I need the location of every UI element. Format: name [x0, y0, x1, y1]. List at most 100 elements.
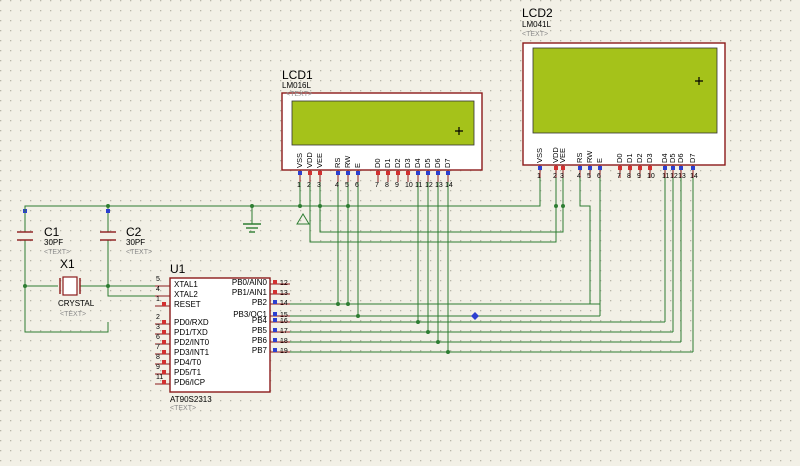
lcd2-pin-marker: [588, 166, 592, 170]
lcd2-pin-leads: [538, 165, 695, 178]
lcd2-pin-marker: [648, 166, 652, 170]
u1-pin-num: 18: [280, 338, 288, 345]
lcd2-text-tag: <TEXT>: [522, 31, 549, 38]
u1-pin-num: 15: [280, 312, 288, 319]
lcd1-pin-marker: [416, 171, 420, 175]
u1-pin-num: 11: [156, 374, 164, 381]
lcd1-pin-marker: [318, 171, 322, 175]
lcd1-pin-num: 2: [307, 182, 311, 189]
u1-pin-pd5-t1: PD5/T1: [174, 368, 202, 377]
x1-ref: X1: [60, 257, 75, 271]
u1-pin-pd6-icp: PD6/ICP: [174, 378, 206, 387]
lcd1-ref: LCD1: [282, 68, 313, 82]
wire-rs-lcd2: [579, 178, 591, 304]
lcd2-pin-num: 12: [670, 173, 678, 180]
lcd1-display[interactable]: [281, 92, 483, 171]
lcd2-pin-num: 11: [662, 173, 670, 180]
lcd1-pin-d6: D6: [433, 158, 442, 168]
lcd1-pin-marker: [356, 171, 360, 175]
lcd2-display[interactable]: [522, 42, 726, 166]
c1-text-tag: <TEXT>: [44, 249, 71, 256]
u1-pin-pb7: PB7: [251, 346, 267, 355]
lcd1-pin-vss: VSS: [295, 152, 304, 168]
lcd2-pin-d3: D3: [645, 153, 654, 163]
lcd1-pin-d7: D7: [443, 158, 452, 168]
u1-pin-num: 16: [280, 318, 288, 325]
lcd2-pin-num: 9: [637, 173, 641, 180]
wire-c1: [24, 212, 109, 333]
u1-pin-pb5: PB5: [251, 326, 267, 335]
u1-pin-pb1-ain1: PB1/AIN1: [231, 288, 267, 297]
lcd1-pin-marker: [436, 171, 440, 175]
u1-pin-pd3-int1: PD3/INT1: [174, 348, 210, 357]
lcd1-model: LM016L: [282, 81, 311, 90]
lcd1-pin-marker: [396, 171, 400, 175]
u1-microcontroller[interactable]: [155, 277, 290, 393]
lcd2-pin-num: 10: [647, 173, 655, 180]
wire-xtal2: [107, 286, 155, 297]
lcd2-pin-rs: RS: [575, 152, 584, 163]
probe-marker[interactable]: [471, 312, 479, 320]
lcd2-pin-num: 5: [587, 173, 591, 180]
u1-pin-pd1-txd: PD1/TXD: [174, 328, 208, 337]
capacitor-c2[interactable]: [100, 209, 116, 241]
lcd1-pin-leads: [298, 170, 450, 182]
lcd2-pin-marker: [671, 166, 675, 170]
crystal-x1[interactable]: [59, 276, 81, 296]
power-arrow: [296, 213, 310, 225]
lcd1-pin-num: 6: [355, 182, 359, 189]
u1-ref: U1: [170, 262, 186, 276]
u1-pin-num: 4: [156, 286, 160, 293]
wire-vdd: [309, 178, 557, 243]
wire-ground-lcd2: [300, 178, 541, 207]
lcd2-pin-num: 8: [627, 173, 631, 180]
lcd2-pin-marker: [691, 166, 695, 170]
c1-value: 30PF: [44, 238, 64, 247]
u1-pin-pb0-ain0: PB0/AIN0: [231, 278, 267, 287]
lcd1-pin-marker: [426, 171, 430, 175]
lcd1-pin-d1: D1: [383, 158, 392, 168]
lcd1-pin-num: 10: [405, 182, 413, 189]
lcd1-pin-num: 12: [425, 182, 433, 189]
u1-model: AT90S2313: [170, 395, 212, 404]
lcd2-pin-vss: VSS: [535, 147, 544, 163]
lcd2-pin-e: E: [595, 157, 604, 163]
lcd2-pin-marker: [561, 166, 565, 170]
lcd1-pin-marker: [406, 171, 410, 175]
lcd2-pin-num: 7: [617, 173, 621, 180]
lcd2-pin-marker: [554, 166, 558, 170]
lcd2-pin-d0: D0: [615, 153, 624, 163]
lcd2-pin-num: 3: [560, 173, 564, 180]
lcd2-pin-marker: [598, 166, 602, 170]
x1-value: CRYSTAL: [58, 299, 95, 308]
lcd2-pin-num: 6: [597, 173, 601, 180]
lcd2-pin-d2: D2: [635, 153, 644, 163]
lcd2-model: LM041L: [522, 20, 551, 29]
lcd1-pin-marker: [336, 171, 340, 175]
u1-text-tag: <TEXT>: [170, 405, 197, 412]
u1-pin-pb4: PB4: [251, 316, 267, 325]
lcd1-pin-marker: [376, 171, 380, 175]
u1-pin-num: 14: [280, 300, 288, 307]
lcd1-pin-marker: [386, 171, 390, 175]
ground-symbol: [243, 223, 261, 233]
u1-pin-pb6: PB6: [251, 336, 267, 345]
x1-text-tag: <TEXT>: [60, 311, 87, 318]
u1-pin-xtal1: XTAL1: [174, 280, 198, 289]
lcd2-pin-num: 13: [678, 173, 686, 180]
lcd2-pin-marker: [538, 166, 542, 170]
u1-pin-num: 13: [280, 290, 288, 297]
u1-pin-num: 2: [156, 314, 160, 321]
lcd1-pin-marker: [446, 171, 450, 175]
u1-pin-reset: RESET: [174, 300, 201, 309]
lcd1-pin-marker: [308, 171, 312, 175]
u1-pin-num: 19: [280, 348, 288, 355]
lcd1-pin-rs: RS: [333, 157, 342, 168]
u1-pin-num: 5: [156, 276, 160, 283]
lcd1-pin-vee: VEE: [315, 152, 324, 168]
u1-pin-pd2-int0: PD2/INT0: [174, 338, 210, 347]
wires: [24, 178, 694, 353]
lcd1-pin-d0: D0: [373, 158, 382, 168]
